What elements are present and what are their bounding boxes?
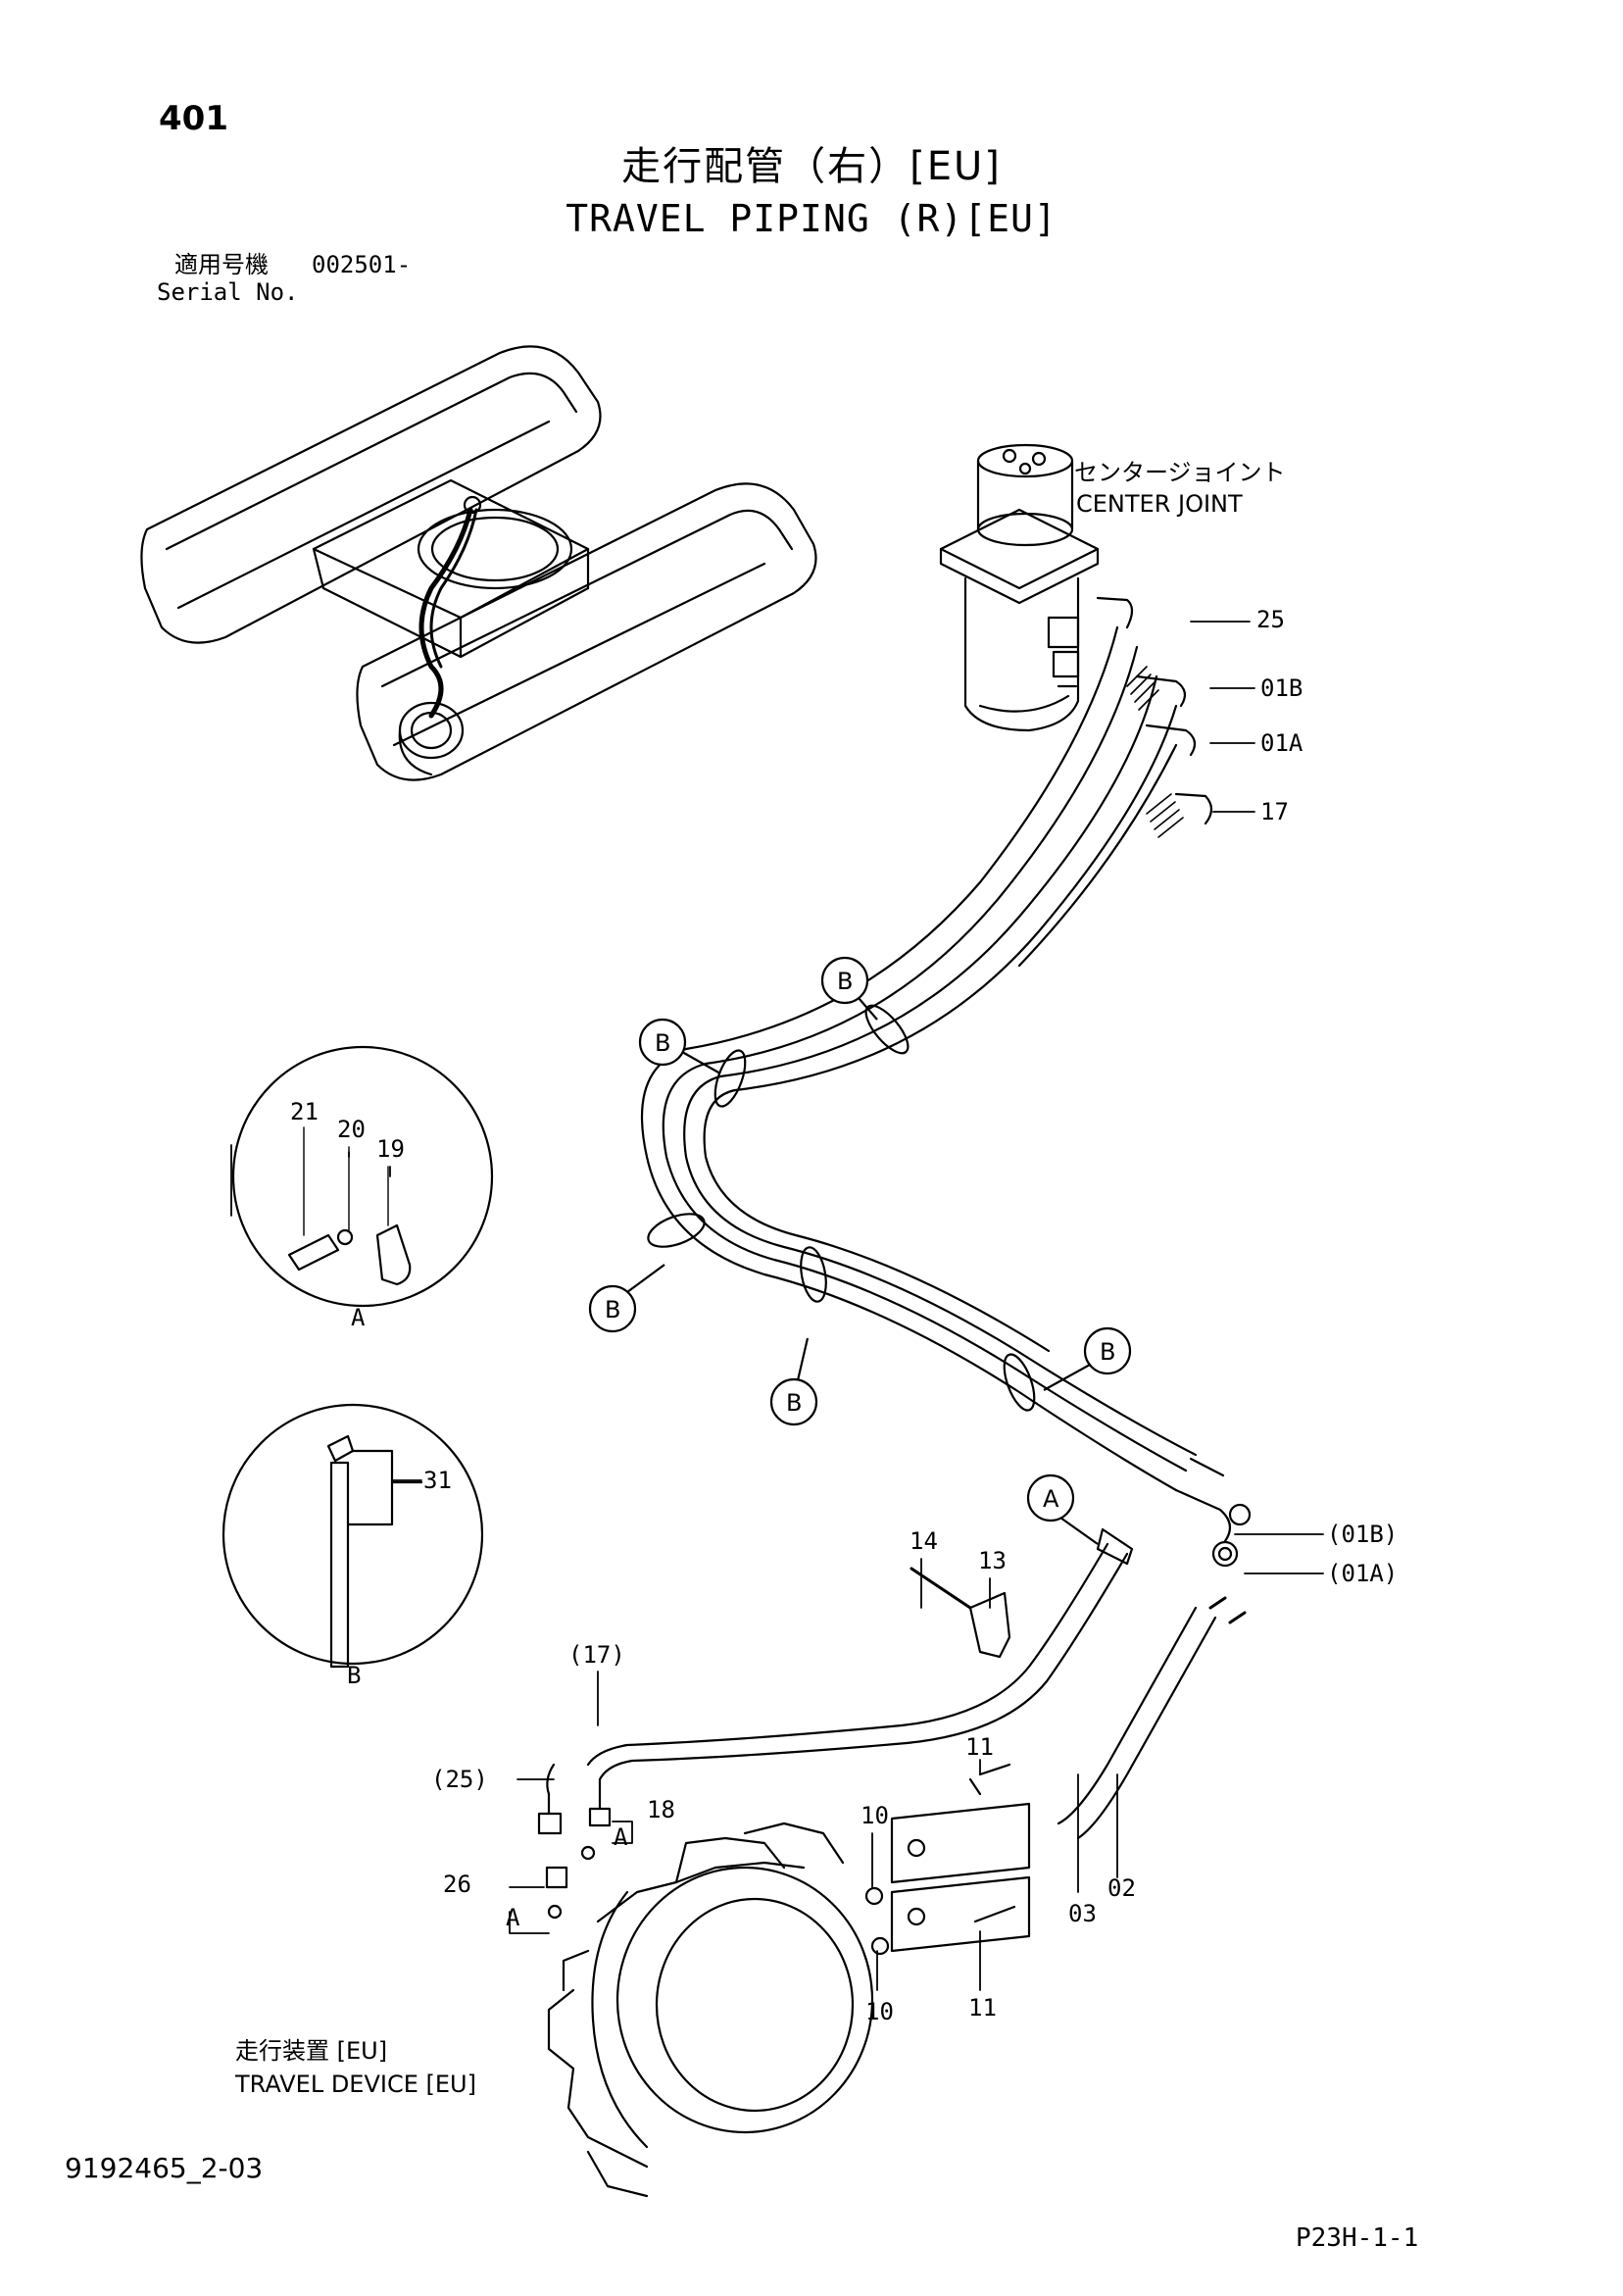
callout-18: 18 (647, 1796, 675, 1823)
detail-a-label: A (351, 1304, 366, 1331)
travel-device-drawing (547, 1822, 874, 2198)
lower-hose-run (537, 1542, 1247, 1956)
bubble-b5 (1083, 1326, 1132, 1375)
callout-01b: 01B (1260, 674, 1303, 702)
leader-lines (230, 621, 1324, 1991)
detail-b-drawing (221, 1403, 484, 1669)
callout-01a-ref: (01A) (1327, 1560, 1399, 1587)
bubble-group (588, 956, 1132, 1522)
undercarriage-overview (140, 345, 817, 781)
callout-25: 25 (1256, 606, 1285, 633)
callout-a-ref-18: A (614, 1823, 628, 1851)
bubble-arrows (626, 997, 1099, 1545)
bubble-b1 (820, 956, 869, 1005)
callout-01b-ref: (01B) (1327, 1521, 1399, 1548)
callout-a-ref-26: A (506, 1904, 520, 1931)
document-number: 9192465_2-03 (65, 2152, 264, 2184)
bubble-b3 (588, 1284, 637, 1333)
callout-17-ref: (17) (568, 1641, 625, 1669)
detail-a-callout-20: 20 (337, 1116, 366, 1143)
bubble-b2-text: B (655, 1029, 671, 1057)
title-english: TRAVEL PIPING (R)[EU] (566, 197, 1057, 240)
callout-13: 13 (978, 1547, 1007, 1574)
bubble-b1-text: B (837, 968, 854, 995)
bubble-b2 (638, 1018, 687, 1067)
callout-11-bottom: 11 (968, 1994, 997, 2021)
callout-17: 17 (1260, 798, 1289, 825)
bubble-b3-text: B (605, 1296, 621, 1323)
title-japanese: 走行配管（右）[EU] (621, 144, 1002, 189)
callout-10-top: 10 (861, 1802, 889, 1829)
page-number: 401 (159, 99, 228, 138)
page-code: P23H-1-1 (1296, 2223, 1419, 2253)
center-joint-label-jp: センタージョイント (1074, 459, 1286, 486)
detail-a-callout-21: 21 (290, 1098, 319, 1125)
serial-label-en: Serial No. (157, 278, 299, 306)
detail-b-callout-31: 31 (423, 1467, 452, 1494)
detail-a-callout-19: 19 (376, 1135, 405, 1163)
serial-value: 002501- (312, 251, 412, 278)
center-joint-drawing (939, 443, 1100, 732)
detail-b-label: B (347, 1662, 362, 1689)
serial-label-jp: 適用号機 (174, 251, 269, 278)
callout-25-ref: (25) (431, 1766, 488, 1793)
callout-10-bottom: 10 (865, 1998, 894, 2025)
callout-26: 26 (443, 1871, 471, 1898)
center-joint-label-en: CENTER JOINT (1076, 490, 1243, 518)
callout-02: 02 (1107, 1874, 1136, 1902)
bubble-b4 (769, 1377, 818, 1426)
callout-03: 03 (1068, 1900, 1097, 1927)
hose-bundle (640, 596, 1252, 1568)
bubble-b5-text: B (1100, 1338, 1116, 1366)
callout-11-top: 11 (965, 1733, 994, 1761)
bubble-a1-text: A (1043, 1485, 1059, 1513)
bubble-b4-text: B (786, 1389, 803, 1417)
callout-01a: 01A (1260, 729, 1303, 757)
travel-device-label-jp: 走行装置 [EU] (235, 2037, 388, 2065)
detail-a-drawing (231, 1045, 494, 1308)
travel-device-label-en: TRAVEL DEVICE [EU] (235, 2071, 476, 2098)
callout-14: 14 (910, 1527, 938, 1555)
bubble-a1 (1026, 1473, 1075, 1522)
